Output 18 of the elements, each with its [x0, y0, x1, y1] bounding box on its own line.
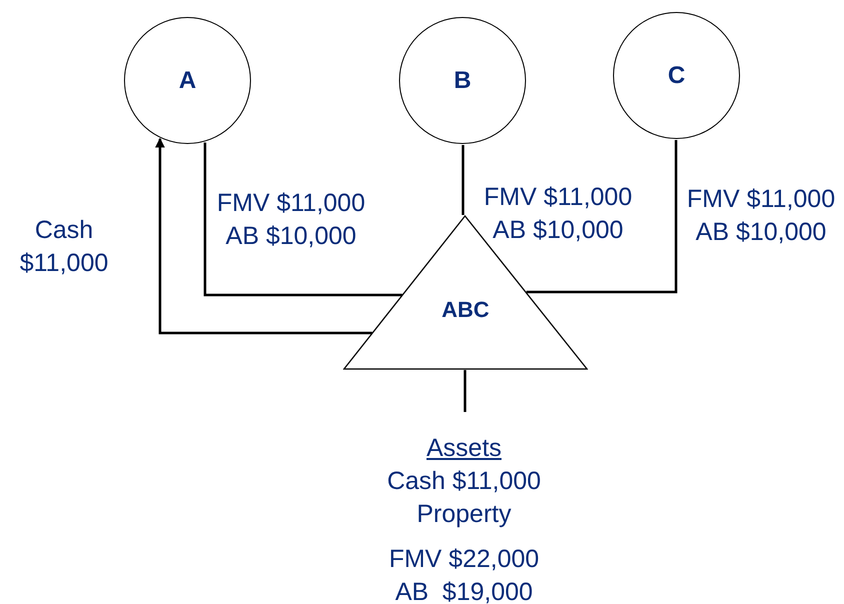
connector-line — [204, 142, 402, 296]
asset-line: Property — [416, 499, 512, 530]
arrow — [155, 138, 372, 334]
connector-line — [526, 140, 678, 294]
entity-name: ABC — [442, 299, 490, 321]
entity-name: B — [454, 68, 472, 92]
edge-label: FMV $11,000 AB $10,000 — [482, 182, 634, 246]
edge-label: Cash $11,000 — [18, 215, 110, 279]
asset-line: AB $19,000 — [395, 577, 533, 604]
connector-line — [462, 145, 464, 215]
edge-label: FMV $11,000 AB $10,000 — [686, 184, 836, 248]
heading: Assets — [426, 433, 502, 464]
edge-label: FMV $11,000 AB $10,000 — [216, 188, 366, 252]
connector-line — [464, 370, 466, 412]
entity-name: A — [178, 68, 196, 92]
asset-line: FMV $22,000 — [388, 544, 540, 575]
entity-name: C — [668, 64, 686, 88]
asset-line: Cash $11,000 — [387, 466, 541, 497]
